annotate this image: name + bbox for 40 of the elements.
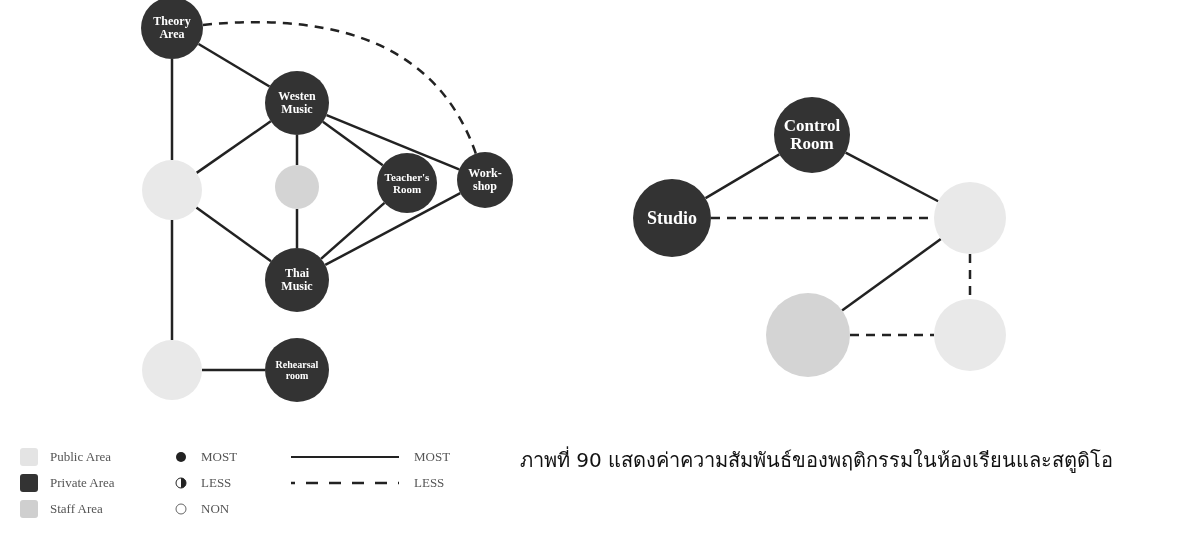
connector-line <box>326 113 460 171</box>
node-label: Westen Music <box>277 90 317 116</box>
node-label: Teacher's Room <box>383 171 431 195</box>
connector-line <box>197 42 271 88</box>
connector-line <box>295 209 299 248</box>
area-circle <box>265 71 329 135</box>
connector-line <box>324 192 461 267</box>
legend-label: Public Area <box>50 449 111 465</box>
node-label: Work-shop <box>467 167 503 193</box>
connector-line <box>841 238 942 312</box>
legend-label: Private Area <box>50 475 115 491</box>
legend-label: Staff Area <box>50 501 103 517</box>
connector-line <box>704 153 780 200</box>
connector-line <box>195 120 272 174</box>
area-circle <box>377 153 437 213</box>
connector-line <box>845 151 939 203</box>
connector-line <box>170 220 174 340</box>
connector-line <box>170 59 174 160</box>
node-label: Rehearsal room <box>274 359 320 381</box>
area-circle <box>141 0 203 59</box>
connector-line <box>295 135 299 165</box>
node-label: Studio <box>647 208 697 228</box>
area-circle <box>275 165 319 209</box>
connector-line <box>322 120 384 167</box>
connector-line <box>202 21 477 155</box>
legend-label: LESS <box>201 475 232 491</box>
connector-line <box>320 201 386 260</box>
legend-label: MOST <box>201 449 238 465</box>
node-label: Theory Area <box>152 15 192 41</box>
legend-label: MOST <box>414 449 451 465</box>
connector-line <box>850 333 934 337</box>
connector-line <box>202 368 265 372</box>
connector-line <box>195 206 272 263</box>
node-label: Thai Music <box>280 267 314 293</box>
area-circle <box>457 152 513 208</box>
node-label: Control Room <box>782 117 842 153</box>
legend-label: LESS <box>414 475 445 491</box>
legend-label: NON <box>201 501 230 517</box>
area-circle <box>265 248 329 312</box>
figure-caption: ภาพที่ 90 แสดงค่าความสัมพันธ์ของพฤติกรรมในห้องเรียนและสตูดิโอ <box>520 445 1114 475</box>
